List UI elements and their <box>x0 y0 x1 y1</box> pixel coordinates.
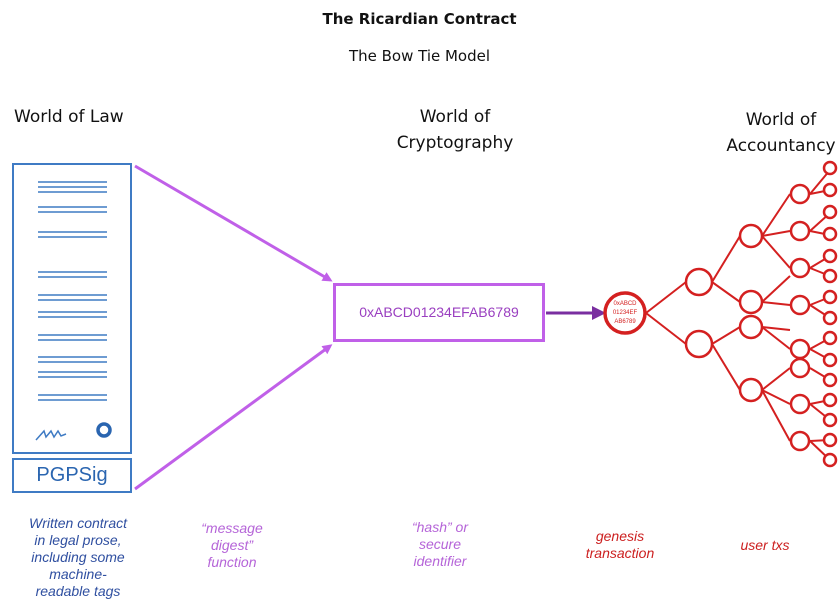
caption-hash-identifier: “hash” or secure identifier <box>385 519 495 570</box>
caption-genesis-transaction: genesis transaction <box>560 528 680 562</box>
caption-line: genesis <box>595 528 645 544</box>
caption-line: machine- <box>49 566 107 582</box>
caption-message-digest: “message digest” function <box>177 520 287 571</box>
diagram-subtitle: The Bow Tie Model <box>348 47 491 65</box>
transaction-tree <box>645 169 831 461</box>
signature-scribble-icon <box>35 429 67 441</box>
heading-world-of-accountancy: World of Accountancy <box>716 107 839 159</box>
heading-acct-line1: World of <box>745 110 817 130</box>
heading-crypto-line2: Cryptography <box>396 133 514 153</box>
genesis-label-1: 0xABCD <box>613 301 637 307</box>
heading-acct-line2: Accountancy <box>726 136 836 156</box>
bow-tie-graphics: 0xABCD 01234EF AB6789 <box>134 160 838 491</box>
genesis-label-2: 01234EF <box>613 310 638 316</box>
contract-document <box>12 163 132 454</box>
genesis-label-3: AB6789 <box>614 319 636 325</box>
caption-line: readable tags <box>35 583 121 599</box>
caption-line: Written contract <box>28 515 128 531</box>
caption-line: “message <box>201 520 263 536</box>
heading-crypto-line1: World of <box>419 107 491 127</box>
caption-line: in legal prose, <box>34 532 122 548</box>
genesis-node <box>603 291 647 335</box>
seal-icon <box>96 422 112 438</box>
diagram-title: The Ricardian Contract <box>322 10 517 28</box>
caption-user-txs: user txs <box>740 537 790 553</box>
transaction-nodes <box>684 160 838 468</box>
caption-line: identifier <box>413 553 467 569</box>
arrow-sig-to-hash-bottom <box>134 344 333 491</box>
heading-world-of-cryptography: World of Cryptography <box>370 104 540 156</box>
caption-line: secure <box>418 536 462 552</box>
caption-line: digest” <box>210 537 254 553</box>
caption-line: including some <box>31 549 125 565</box>
arrow-doc-to-hash-top <box>134 164 333 282</box>
heading-world-of-law: World of Law <box>14 107 124 127</box>
caption-written-contract: Written contract in legal prose, includi… <box>8 515 148 600</box>
contract-text-lines <box>35 181 112 441</box>
hash-identifier-box: 0xABCD01234EFAB6789 <box>333 283 545 342</box>
caption-line: “hash” or <box>411 519 469 535</box>
pgp-signature-box: PGPSig <box>12 458 132 493</box>
caption-line: transaction <box>585 545 655 561</box>
caption-line: function <box>207 554 257 570</box>
